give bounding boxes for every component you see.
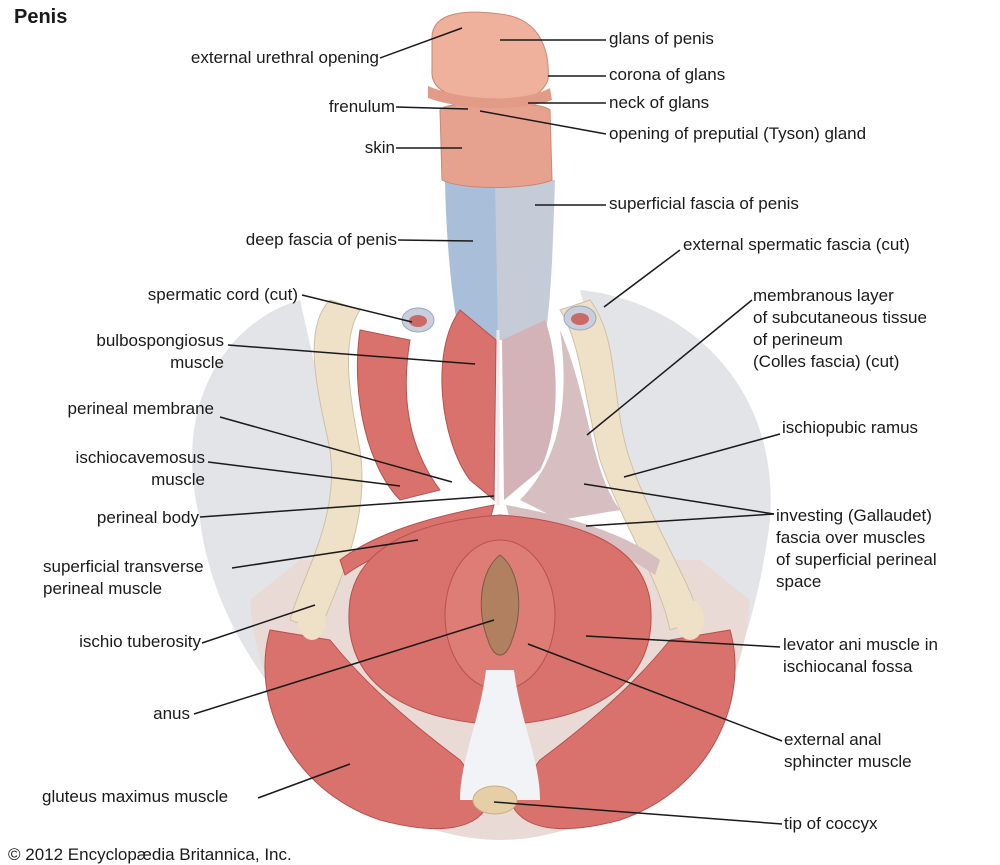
leader-coccyx (493, 801, 783, 825)
label-gluteus-maximus-muscle: gluteus maximus muscle (42, 787, 229, 806)
coccyx-tip (472, 785, 518, 815)
leader-bulbospongiosus (227, 344, 476, 365)
label-anus: anus (153, 704, 190, 723)
label-skin: skin (364, 138, 395, 157)
label-external-spermatic-fascia: external spermatic fascia (cut) (683, 235, 910, 254)
leader-perineal-membrane (219, 416, 453, 483)
spermatic-cord-left-lumen (409, 315, 427, 327)
anus-opening (480, 554, 520, 656)
label-deep-fascia-of-penis: deep fascia of penis (245, 230, 397, 249)
leader-lines (193, 27, 783, 825)
penis-shaft-superficial-fascia (495, 180, 555, 340)
label-external-urethral-opening: external urethral opening (190, 48, 379, 67)
label-colles-fascia: membranous layer of subcutaneous tissue … (753, 286, 927, 371)
leader-levator (585, 635, 781, 648)
label-tip-of-coccyx: tip of coccyx (784, 814, 878, 833)
label-ischiopubic-ramus: ischiopubic ramus (782, 418, 919, 437)
anococcygeal-tendon (460, 670, 540, 800)
label-superficial-transverse-perineal-muscle: superficial transverse perineal muscle (43, 557, 204, 598)
ischial-tuberosity-right (676, 600, 704, 640)
gluteus-maximus-right (509, 629, 736, 830)
label-external-anal-sphincter-muscle: external anal sphincter muscle (784, 730, 912, 771)
ischial-tuberosity-left (298, 600, 326, 640)
leader-superficial-transverse (231, 539, 419, 569)
leader-gluteus (257, 763, 351, 799)
leader-sphincter (527, 643, 783, 742)
leader-colles (586, 299, 753, 436)
gluteus-maximus-left (264, 629, 491, 830)
label-bulbospongiosus-muscle: bulbospongiosus muscle (96, 331, 224, 372)
label-spermatic-cord: spermatic cord (cut) (147, 285, 298, 304)
leader-investing-1 (583, 483, 775, 515)
investing-fascia-right (520, 330, 620, 520)
label-investing-fascia: investing (Gallaudet) fascia over muscle… (776, 506, 937, 591)
label-ischiocavernosus-muscle: ischiocavemosus muscle (75, 448, 205, 489)
bulbospongiosus-right-fascia (502, 320, 556, 500)
figure-title: Penis (14, 6, 68, 28)
leader-preputial (479, 110, 607, 135)
penis-shaft-deep-fascia (445, 180, 500, 340)
spermatic-cord-right-lumen (571, 313, 589, 325)
leader-perineal-body (199, 495, 495, 518)
copyright-credit: © 2012 Encyclopædia Britannica, Inc. (8, 845, 292, 864)
label-levator-ani-muscle: levator ani muscle in ischiocanal fossa (783, 635, 938, 676)
leader-ischiocavernosus (207, 461, 401, 487)
leader-external-urethral-opening (379, 27, 463, 59)
label-neck-of-glans: neck of glans (609, 93, 710, 112)
leader-frenulum (395, 106, 469, 110)
label-perineal-membrane: perineal membrane (67, 399, 214, 418)
label-glans-of-penis: glans of penis (609, 29, 714, 48)
ischiocavernosus-left (356, 329, 441, 501)
label-opening-of-preputial-gland: opening of preputial (Tyson) gland (609, 124, 867, 143)
leader-external-spermatic (603, 249, 681, 308)
leader-investing-2 (585, 513, 775, 527)
leader-ischiopubic (623, 433, 781, 478)
leader-spermatic-cord (301, 294, 413, 323)
glans-corona-ridge (428, 86, 552, 109)
leader-anus (193, 619, 495, 715)
label-corona-of-glans: corona of glans (609, 65, 726, 84)
penis-skin (439, 102, 553, 188)
label-ischio-tuberosity: ischio tuberosity (79, 632, 201, 651)
label-superficial-fascia-of-penis: superficial fascia of penis (609, 194, 799, 213)
glans (431, 11, 549, 102)
leader-ischio-tuberosity (201, 604, 316, 644)
bulbospongiosus-left (441, 309, 497, 502)
label-perineal-body: perineal body (96, 508, 199, 527)
leader-deep-fascia (397, 239, 474, 242)
label-frenulum: frenulum (328, 97, 395, 116)
